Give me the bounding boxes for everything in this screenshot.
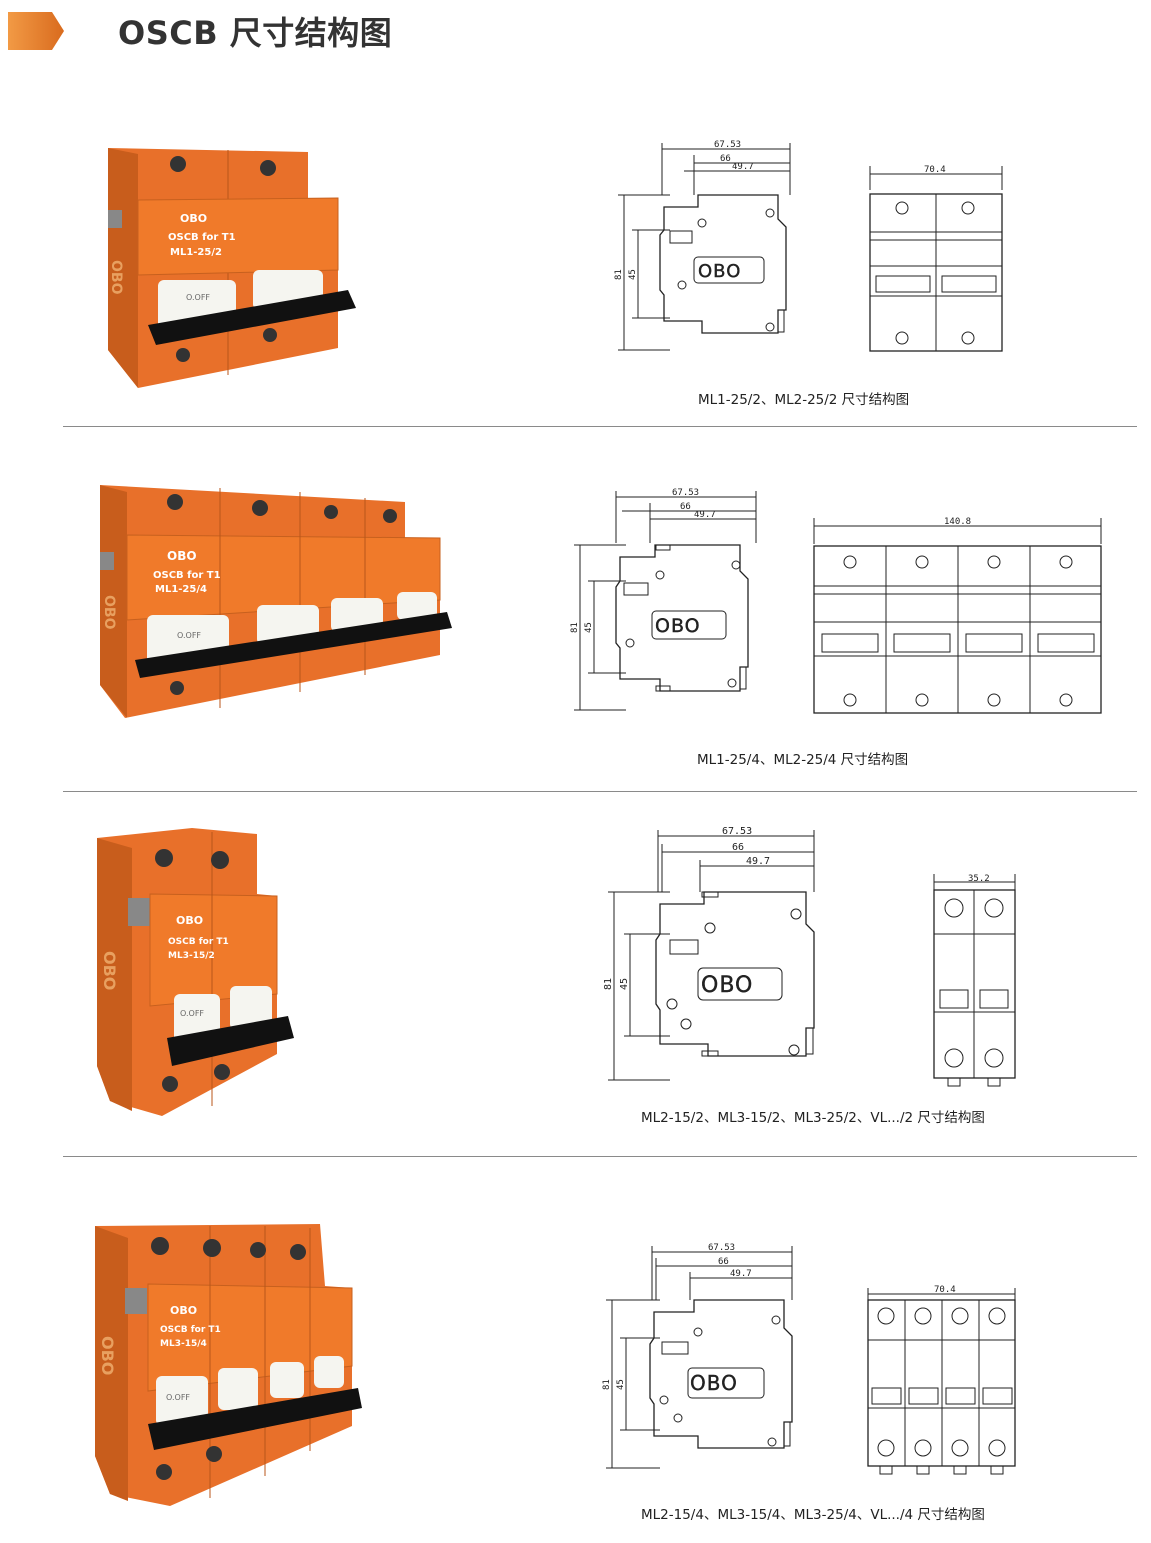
product-label-line1: OSCB for T1 bbox=[168, 232, 236, 243]
dim-inner-height: 45 bbox=[616, 1379, 626, 1390]
drawing-brand-mark: OBO bbox=[655, 615, 701, 637]
front-view-drawing-ml1-25-4: 140.8 bbox=[813, 517, 1102, 714]
section-divider bbox=[63, 426, 1137, 427]
dim-mid-depth: 66 bbox=[720, 154, 731, 164]
dim-width: 35.2 bbox=[968, 874, 990, 884]
dim-inner-depth: 49.7 bbox=[732, 162, 754, 172]
front-view-drawing-ml1-25-2: 70.4 bbox=[869, 165, 1003, 352]
dim-overall-depth: 67.53 bbox=[714, 140, 741, 150]
dim-height: 81 bbox=[603, 978, 614, 990]
product-label-line1: OSCB for T1 bbox=[160, 1325, 221, 1335]
dim-height: 81 bbox=[570, 622, 580, 633]
dim-width: 140.8 bbox=[944, 517, 971, 527]
switch-label: O.OFF bbox=[177, 631, 201, 640]
side-logo: OBO bbox=[101, 595, 117, 630]
drawing-brand-mark: OBO bbox=[701, 973, 753, 998]
drawing-brand-mark: OBO bbox=[690, 1371, 738, 1395]
section-divider bbox=[63, 1156, 1137, 1157]
product-label-line2: ML3-15/2 bbox=[168, 951, 215, 961]
section-caption: ML1-25/4、ML2-25/4 尺寸结构图 bbox=[697, 752, 909, 768]
side-view-drawing-ml1-25-4: OBO 67.53 66 49.7 81 45 bbox=[570, 488, 757, 711]
side-view-drawing-ml1-25-2: OBO 67.53 66 49.7 81 45 bbox=[614, 140, 791, 351]
drawing-brand-mark: OBO bbox=[698, 261, 741, 282]
side-logo: OBO bbox=[108, 260, 124, 295]
product-label-line1: OSCB for T1 bbox=[153, 570, 221, 581]
product-photo-ml3-15-4: OBO OSCB for T1 ML3-15/4 O.OFF OBO bbox=[95, 1224, 362, 1506]
dim-inner-depth: 49.7 bbox=[746, 856, 770, 867]
product-label-line1: OSCB for T1 bbox=[168, 937, 229, 947]
product-brand-logo: OBO bbox=[167, 549, 197, 563]
product-brand-logo: OBO bbox=[176, 914, 203, 927]
section-caption: ML2-15/4、ML3-15/4、ML3-25/4、VL.../4 尺寸结构图 bbox=[641, 1507, 985, 1523]
page-title: OSCB 尺寸结构图 bbox=[118, 14, 393, 52]
dim-overall-depth: 67.53 bbox=[708, 1243, 735, 1253]
product-label-line2: ML1-25/2 bbox=[170, 247, 222, 258]
dim-inner-height: 45 bbox=[619, 978, 630, 990]
product-brand-logo: OBO bbox=[180, 212, 207, 225]
product-photo-ml1-25-2: OBO OSCB for T1 ML1-25/2 O.OFF OBO bbox=[108, 148, 356, 388]
side-view-drawing-ml3-15-2: OBO 67.53 66 49.7 81 45 bbox=[603, 826, 815, 1081]
dim-inner-depth: 49.7 bbox=[730, 1269, 752, 1279]
product-brand-logo: OBO bbox=[170, 1304, 197, 1317]
dim-overall-depth: 67.53 bbox=[722, 826, 752, 837]
product-photo-ml1-25-4: OBO OSCB for T1 ML1-25/4 O.OFF OBO bbox=[100, 485, 452, 718]
switch-label: O.OFF bbox=[180, 1009, 204, 1018]
dim-width: 70.4 bbox=[934, 1285, 956, 1295]
dim-inner-height: 45 bbox=[584, 622, 594, 633]
dim-height: 81 bbox=[614, 269, 624, 280]
header-accent-tab bbox=[8, 12, 64, 50]
dim-inner-height: 45 bbox=[628, 269, 638, 280]
section-divider bbox=[63, 791, 1137, 792]
product-photo-ml3-15-2: OBO OSCB for T1 ML3-15/2 O.OFF OBO bbox=[97, 828, 294, 1116]
switch-label: O.OFF bbox=[166, 1393, 190, 1402]
side-logo: OBO bbox=[100, 951, 119, 990]
dim-width: 70.4 bbox=[924, 165, 946, 175]
switch-label: O.OFF bbox=[186, 293, 210, 302]
dim-height: 81 bbox=[602, 1379, 612, 1390]
product-label-line2: ML1-25/4 bbox=[155, 584, 207, 595]
dim-overall-depth: 67.53 bbox=[672, 488, 699, 498]
section-caption: ML2-15/2、ML3-15/2、ML3-25/2、VL.../2 尺寸结构图 bbox=[641, 1110, 985, 1126]
dim-mid-depth: 66 bbox=[718, 1257, 729, 1267]
dim-inner-depth: 49.7 bbox=[694, 510, 716, 520]
section-caption: ML1-25/2、ML2-25/2 尺寸结构图 bbox=[698, 392, 910, 408]
product-label-line2: ML3-15/4 bbox=[160, 1339, 207, 1349]
side-view-drawing-ml3-15-4: OBO 67.53 66 49.7 81 45 bbox=[602, 1243, 793, 1469]
dim-mid-depth: 66 bbox=[732, 842, 744, 853]
side-logo: OBO bbox=[98, 1336, 117, 1375]
dim-mid-depth: 66 bbox=[680, 502, 691, 512]
front-view-drawing-ml3-15-2: 35.2 bbox=[933, 874, 1016, 1087]
front-view-drawing-ml3-15-4: 70.4 bbox=[867, 1285, 1016, 1475]
